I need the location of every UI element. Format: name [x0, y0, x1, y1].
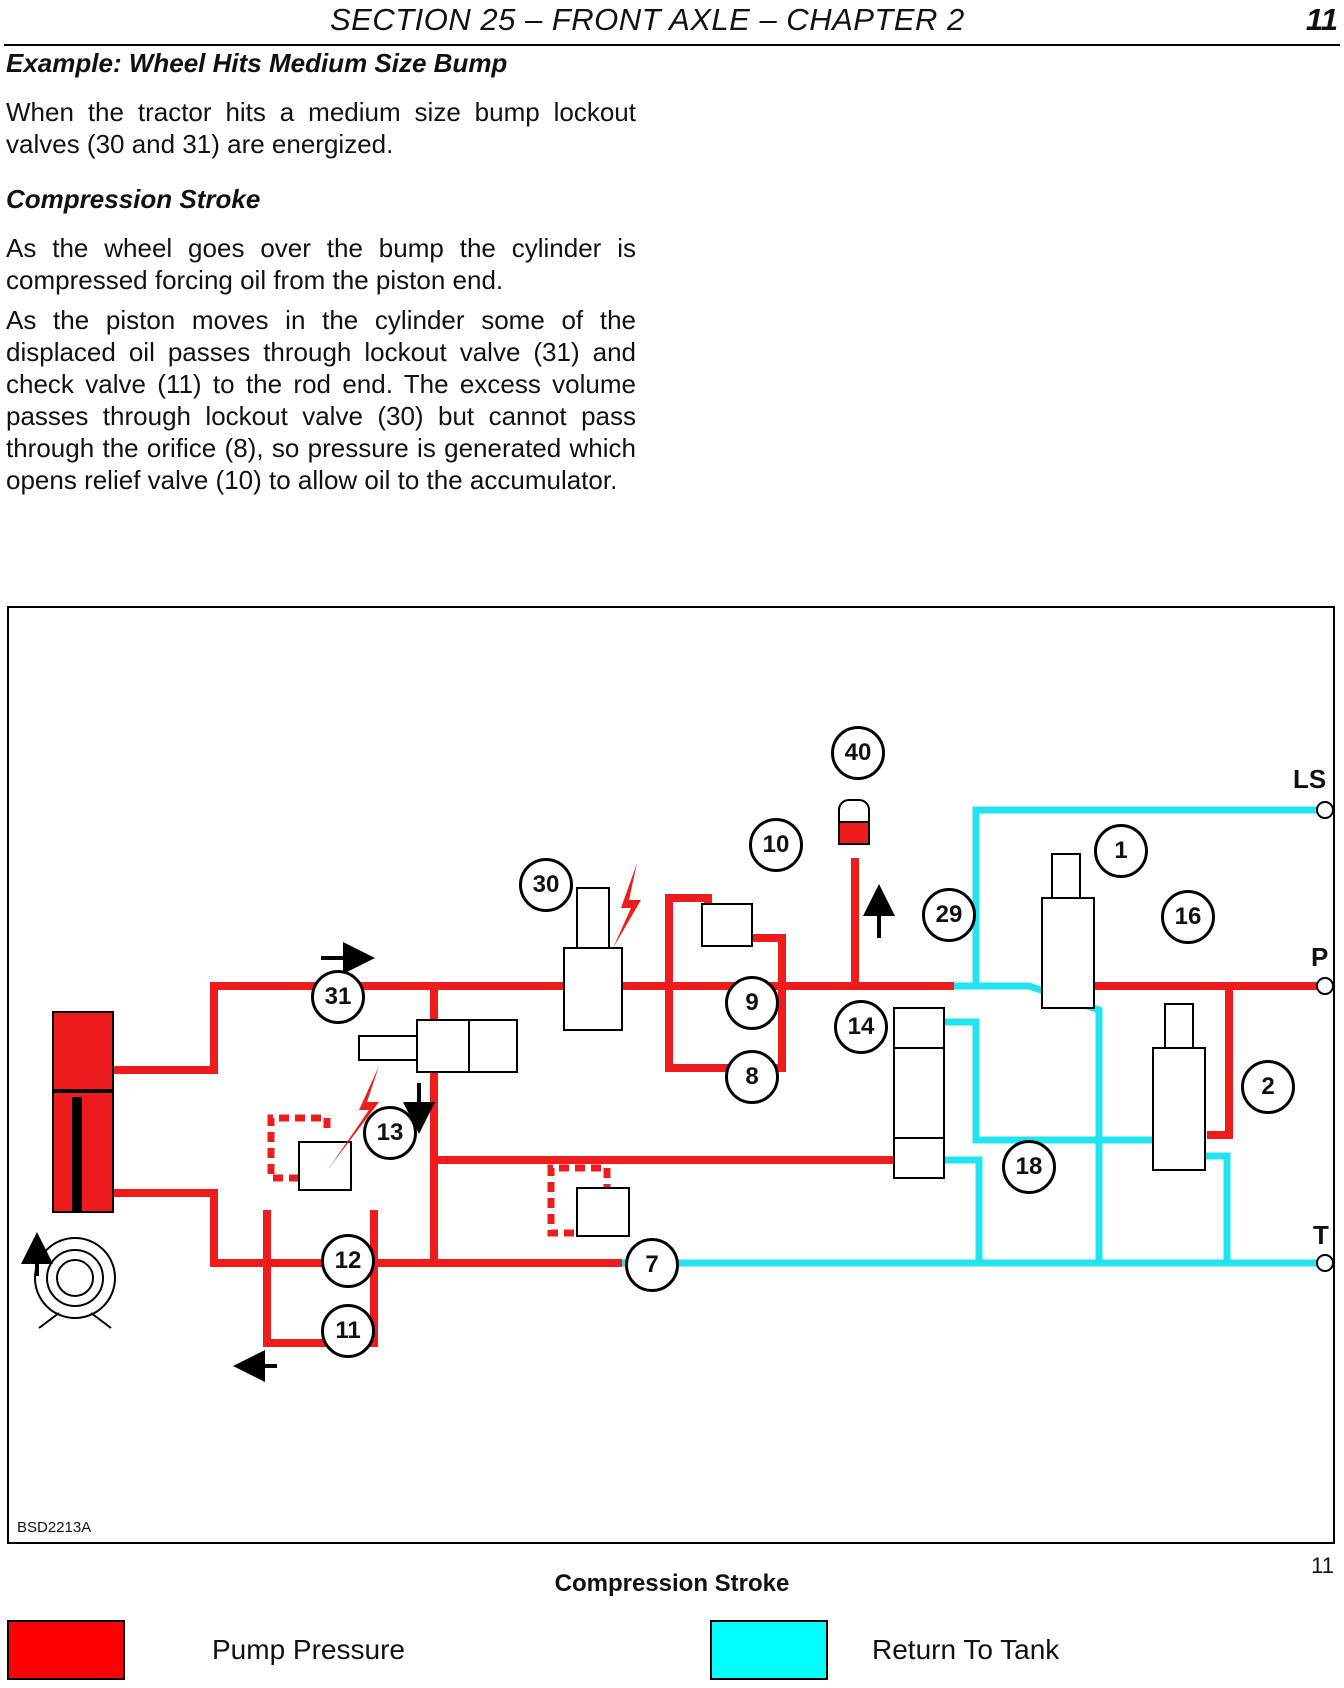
- callout-10: 10: [749, 818, 803, 872]
- pump-pressure-swatch: [7, 1620, 125, 1680]
- callout-18: 18: [1002, 1140, 1056, 1194]
- flow-arrows: [21, 884, 895, 1382]
- valve-bodies: [298, 799, 1334, 1272]
- callout-40: 40: [831, 726, 885, 780]
- callout-7: 7: [625, 1238, 679, 1292]
- callout-31: 31: [311, 970, 365, 1024]
- hydraulic-schematic: 40 10 30 29 1 16 31 9 14 8 2 13 18 12 7 …: [7, 606, 1335, 1544]
- solenoid-signals: [329, 863, 641, 1168]
- callout-12: 12: [321, 1234, 375, 1288]
- callout-8: 8: [725, 1050, 779, 1104]
- callout-16: 16: [1161, 890, 1215, 944]
- figure-id: BSD2213A: [17, 1519, 92, 1536]
- figure-number: 11: [1311, 1553, 1334, 1578]
- intro-paragraph: When the tractor hits a medium size bump…: [6, 97, 636, 159]
- page-number: 11: [1305, 2, 1338, 37]
- return-lines: [622, 806, 1323, 1267]
- callout-9: 9: [725, 976, 779, 1030]
- figure-caption: Compression Stroke: [554, 1570, 790, 1597]
- return-to-tank-swatch: [710, 1620, 828, 1680]
- pilot-lines: [267, 1114, 611, 1237]
- stroke-heading: Compression Stroke: [6, 184, 261, 214]
- paragraph-1: As the wheel goes over the bump the cyli…: [6, 233, 636, 295]
- callout-1: 1: [1094, 824, 1148, 878]
- schematic-drawing: [21, 799, 1334, 1382]
- callout-30: 30: [519, 858, 573, 912]
- callout-2: 2: [1241, 1060, 1295, 1114]
- example-heading: Example: Wheel Hits Medium Size Bump: [6, 48, 508, 78]
- port-ls-label: LS: [1293, 764, 1327, 794]
- port-t-label: T: [1313, 1220, 1329, 1250]
- header-divider: [4, 44, 1340, 46]
- return-to-tank-label: Return To Tank: [872, 1634, 1060, 1665]
- callout-29: 29: [922, 888, 976, 942]
- callout-13: 13: [363, 1106, 417, 1160]
- port-p-label: P: [1311, 942, 1329, 972]
- callout-14: 14: [834, 1000, 888, 1054]
- section-title: SECTION 25 – FRONT AXLE – CHAPTER 2: [330, 2, 965, 37]
- paragraph-2: As the piston moves in the cylinder some…: [6, 305, 636, 495]
- callout-11: 11: [321, 1304, 375, 1358]
- pump-pressure-label: Pump Pressure: [212, 1634, 405, 1665]
- cylinder: [34, 1011, 116, 1329]
